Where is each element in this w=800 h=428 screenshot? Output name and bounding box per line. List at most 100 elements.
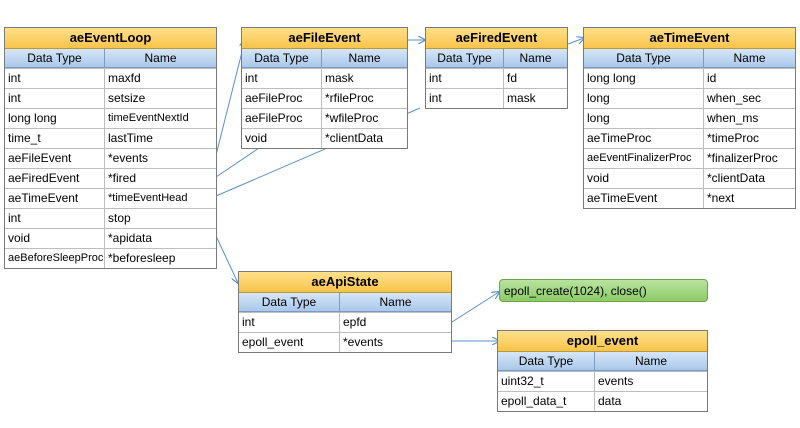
- header-name: Name: [144, 51, 177, 65]
- cell-type: int: [239, 313, 340, 332]
- cell-name: events: [598, 374, 634, 388]
- cell-type: int: [426, 69, 504, 88]
- table-row: aeFileEvent*events: [5, 148, 216, 168]
- cell-name: mask: [507, 91, 536, 105]
- header-data-type: Data Type: [498, 352, 595, 370]
- cell-name: id: [707, 71, 717, 85]
- cell-name: lastTime: [108, 131, 153, 145]
- table-row: void*clientData: [584, 168, 795, 188]
- cell-type: time_t: [5, 129, 105, 148]
- header-data-type: Data Type: [5, 49, 105, 67]
- cell-name: mask: [325, 71, 354, 85]
- cell-type: void: [584, 169, 704, 188]
- table-row: aeTimeProc*timeProc: [584, 128, 795, 148]
- cell-name: data: [598, 394, 622, 408]
- cell-type: uint32_t: [498, 372, 595, 391]
- table-header: Data Type Name: [242, 49, 407, 68]
- table-row: aeFileProc*wfileProc: [242, 108, 407, 128]
- table-title: aeFiredEvent: [426, 28, 567, 49]
- cell-type: aeTimeEvent: [5, 189, 105, 208]
- table-title: aeApiState: [239, 272, 451, 293]
- table-title: aeEventLoop: [5, 28, 216, 49]
- cell-type: aeFileProc: [242, 109, 322, 128]
- cell-type: epoll_data_t: [498, 392, 595, 411]
- cell-name: when_sec: [707, 91, 762, 105]
- table-header: Data Type Name: [239, 293, 451, 312]
- cell-type: aeTimeProc: [584, 129, 704, 148]
- cell-type: aeFileProc: [242, 89, 322, 108]
- table-title: aeTimeEvent: [584, 28, 795, 49]
- cell-type: long long: [5, 109, 105, 128]
- header-name: Name: [634, 354, 667, 368]
- table-row: aeEventFinalizerProc*finalizerProc: [584, 148, 795, 168]
- cell-type: int: [5, 89, 105, 108]
- table-row: aeFileProc*rfileProc: [242, 88, 407, 108]
- cell-name: *clientData: [707, 171, 766, 185]
- table-header: Data Type Name: [426, 49, 567, 68]
- cell-name: *events: [108, 151, 149, 165]
- cell-type: long: [584, 89, 704, 108]
- cell-name: *events: [343, 335, 384, 349]
- table-header: Data Type Name: [5, 49, 216, 68]
- header-name: Name: [379, 295, 412, 309]
- table-row: aeBeforeSleepProc*beforesleep: [5, 248, 216, 268]
- header-data-type: Data Type: [584, 49, 704, 67]
- cell-name: *next: [707, 191, 735, 205]
- cell-type: long long: [584, 69, 704, 88]
- cell-name: *finalizerProc: [707, 151, 778, 165]
- cell-type: aeFiredEvent: [5, 169, 105, 188]
- cell-name: stop: [108, 211, 131, 225]
- cell-type: void: [242, 129, 322, 148]
- header-data-type: Data Type: [242, 49, 322, 67]
- cell-name: *rfileProc: [325, 91, 374, 105]
- cell-type: int: [5, 209, 105, 228]
- cell-type: aeTimeEvent: [584, 189, 704, 208]
- table-row: aeTimeEvent*next: [584, 188, 795, 208]
- table-header: Data Type Name: [584, 49, 795, 68]
- cell-name: *apidata: [108, 231, 153, 245]
- header-name: Name: [519, 51, 552, 65]
- header-name: Name: [733, 51, 766, 65]
- cell-name: *timeEventHead: [108, 192, 188, 204]
- cell-name: *timeProc: [707, 131, 760, 145]
- cell-name: *fired: [108, 171, 137, 185]
- cell-type: void: [5, 229, 105, 248]
- cell-type: int: [426, 89, 504, 108]
- header-data-type: Data Type: [426, 49, 504, 67]
- table-header: Data Type Name: [498, 352, 707, 371]
- table-title: epoll_event: [498, 331, 707, 352]
- arrow-events-to-aeFileEvent: [215, 40, 245, 156]
- arrow-aeFiredEvent-to-aeTimeEvent: [567, 38, 584, 45]
- table-row: epoll_event*events: [239, 332, 451, 352]
- cell-name: timeEventNextId: [108, 112, 189, 124]
- header-name: Name: [348, 51, 381, 65]
- cell-name: maxfd: [108, 71, 141, 85]
- cell-type: aeEventFinalizerProc: [584, 149, 704, 168]
- arrow-apidata-to-aeApiState: [215, 235, 238, 283]
- cell-type: long: [584, 109, 704, 128]
- table-row: aeFiredEvent*fired: [5, 168, 216, 188]
- arrow-epfd-to-epoll-create: [451, 292, 499, 323]
- header-data-type: Data Type: [239, 293, 340, 311]
- table-row: void*apidata: [5, 228, 216, 248]
- cell-type: aeBeforeSleepProc: [5, 249, 105, 268]
- table-row: aeTimeEvent*timeEventHead: [5, 188, 216, 208]
- epoll-create-note: epoll_create(1024), close(): [499, 279, 708, 302]
